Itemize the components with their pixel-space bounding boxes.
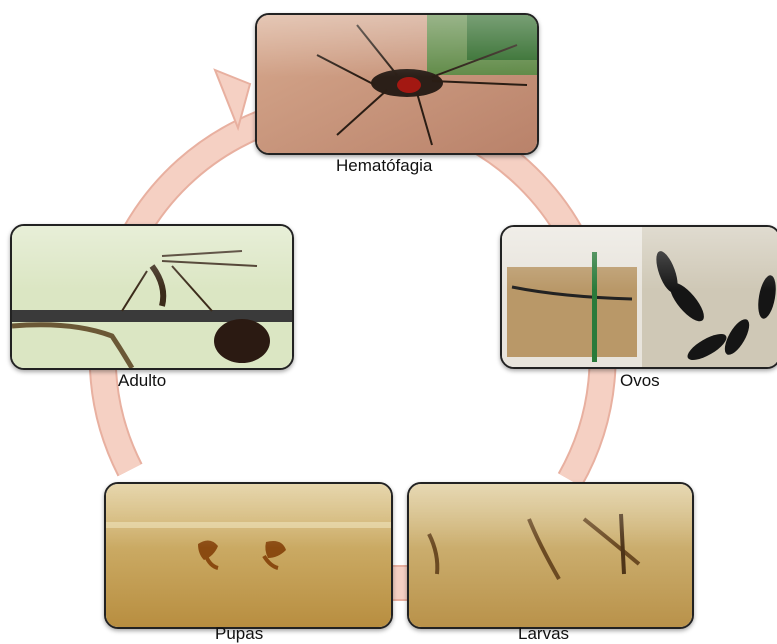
stage-label-larvas: Larvas [518, 624, 569, 644]
larvas-photo [407, 482, 694, 629]
stage-label-adulto: Adulto [118, 371, 166, 391]
ovos-photo [500, 225, 777, 369]
pupas-photo [104, 482, 393, 629]
stage-label-pupas: Pupas [215, 624, 263, 644]
stage-label-hematofagia: Hematófagia [336, 156, 432, 176]
hematofagia-photo [255, 13, 539, 155]
adulto-photo [10, 224, 294, 370]
stage-label-ovos: Ovos [620, 371, 660, 391]
